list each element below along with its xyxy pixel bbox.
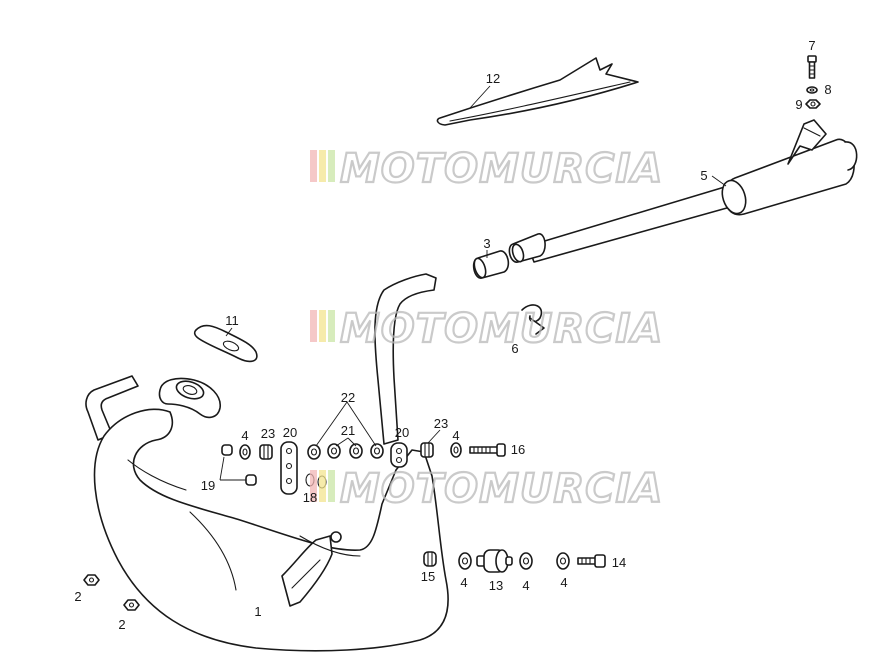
- part-11-gasket: [193, 324, 258, 363]
- callout-12: 12: [486, 71, 500, 86]
- callout-7: 7: [808, 38, 815, 53]
- callout-4: 4: [560, 575, 567, 590]
- part-21-grommet-a: [327, 443, 341, 459]
- part-20-bracket-b: [390, 442, 408, 468]
- watermark-text: MOTOMURCIA: [340, 466, 663, 512]
- callout-4: 4: [452, 428, 459, 443]
- callout-5: 5: [700, 168, 707, 183]
- callout-8: 8: [824, 82, 831, 97]
- watermark-top: MOTOMURCIA: [310, 145, 663, 193]
- callout-16: 16: [511, 442, 525, 457]
- callout-20: 20: [283, 425, 297, 440]
- callout-4: 4: [522, 578, 529, 593]
- callout-4: 4: [460, 575, 467, 590]
- callout-3: 3: [483, 236, 490, 251]
- part-12-heat-shield: [436, 57, 639, 126]
- callout-9: 9: [795, 97, 802, 112]
- callout-labels: 1 2 2 3 4 4 4 4 4 5 6 7 8 9 11 12 13 14 …: [74, 38, 831, 632]
- callout-11: 11: [225, 313, 239, 328]
- part-21-grommet-b: [349, 443, 363, 459]
- part-15-bush: [423, 551, 437, 567]
- callout-21: 21: [341, 423, 355, 438]
- callout-19: 19: [201, 478, 215, 493]
- callout-1: 1: [254, 604, 261, 619]
- part-2-nut-left: [83, 574, 100, 586]
- callout-18: 18: [303, 490, 317, 505]
- watermark-middle: MOTOMURCIA: [310, 305, 663, 353]
- part-20-bracket-a: [280, 441, 298, 495]
- callout-6: 6: [511, 341, 518, 356]
- part-4-washer-d: [519, 552, 533, 570]
- part-22-grommet-b: [370, 443, 384, 459]
- part-19-rubber: [221, 444, 257, 486]
- part-14-bolt: [577, 554, 606, 568]
- part-22-grommet-a: [307, 444, 321, 460]
- callout-2: 2: [118, 617, 125, 632]
- part-8-washer: [806, 86, 818, 94]
- part-13-silentblock: [476, 549, 513, 573]
- watermark-text: MOTOMURCIA: [340, 306, 663, 352]
- part-4-washer-a: [239, 444, 251, 460]
- watermark-bottom: MOTOMURCIA: [310, 465, 663, 513]
- part-9-nut: [805, 99, 821, 109]
- part-23-spacer-a: [259, 444, 273, 460]
- part-4-washer-e: [556, 552, 570, 570]
- watermark-text: MOTOMURCIA: [340, 146, 663, 192]
- part-2-nut-right: [123, 599, 140, 611]
- part-16-bolt: [469, 443, 506, 457]
- part-23-spacer-b: [420, 442, 434, 458]
- callout-20: 20: [395, 425, 409, 440]
- part-4-washer-b: [450, 442, 462, 458]
- callout-2: 2: [74, 589, 81, 604]
- part-5-silencer: [508, 119, 858, 263]
- part-6-clamp: [521, 304, 545, 335]
- callout-4: 4: [241, 428, 248, 443]
- callout-22: 22: [341, 390, 355, 405]
- callout-14: 14: [612, 555, 626, 570]
- callout-13: 13: [489, 578, 503, 593]
- part-7-bolt: [807, 55, 817, 79]
- part-1-expansion-chamber: [85, 273, 449, 652]
- callout-23: 23: [261, 426, 275, 441]
- part-3-sleeve: [472, 250, 510, 279]
- callout-15: 15: [421, 569, 435, 584]
- callout-23: 23: [434, 416, 448, 431]
- leader-lines: [219, 85, 727, 481]
- part-4-washer-c: [458, 552, 472, 570]
